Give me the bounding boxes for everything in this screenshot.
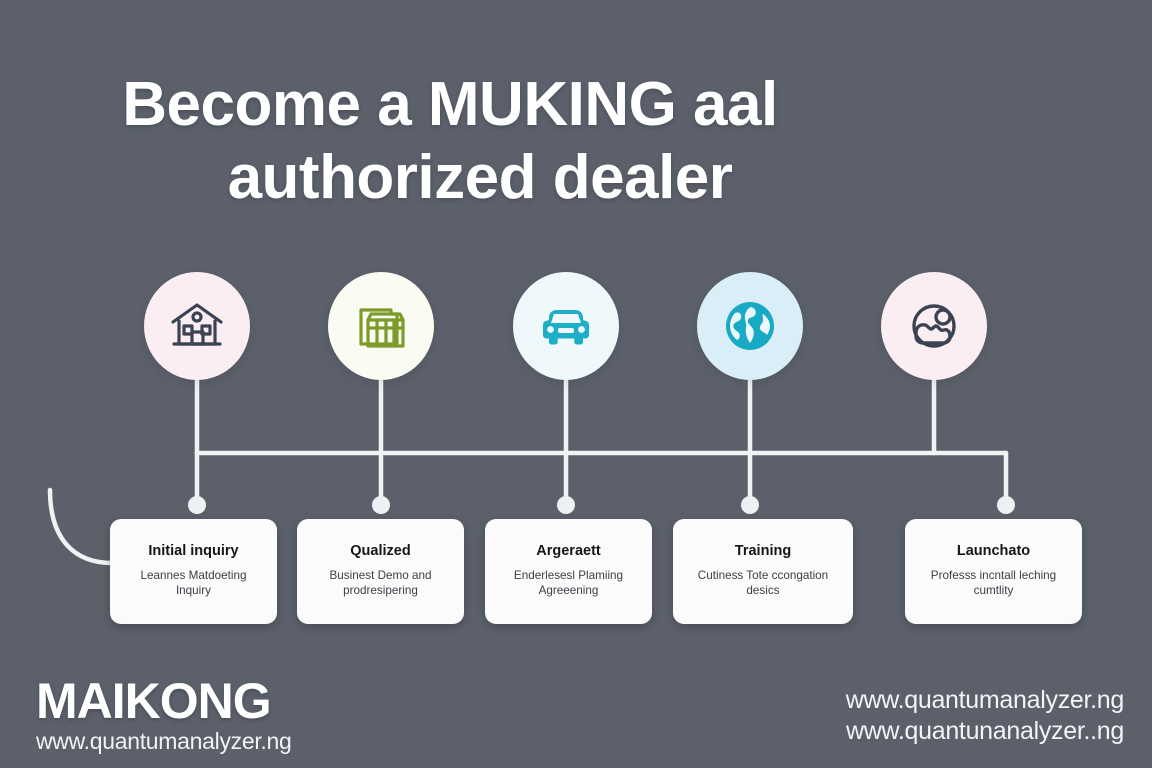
step-title: Launchato	[956, 542, 1031, 559]
step-card-3[interactable]: Argeraett Enderlesesl Plamiing Agreeenin…	[485, 519, 652, 624]
step-icon-bubble-3[interactable]	[513, 272, 619, 380]
step-description-line-2: Agreeening	[538, 584, 599, 598]
node-dot-3	[557, 496, 575, 514]
node-dot-5	[997, 496, 1015, 514]
step-card-1[interactable]: Initial inquiry Leannes Matdoeting Inqui…	[110, 519, 277, 624]
step-description: Leannes Matdoeting Inquiry	[141, 568, 247, 600]
headline-line-1: Become a MUKING aal	[122, 69, 778, 139]
step-description: Professs incntall leching cumtlity	[931, 568, 1056, 600]
brand-name: MAIKONG	[36, 672, 272, 729]
headline-line-2: authorized dealer	[227, 142, 733, 212]
node-dot-4	[741, 496, 759, 514]
brand-website[interactable]: www.quantumanalyzer.ng	[36, 727, 292, 754]
curved-lead-in	[47, 487, 115, 566]
step-description-line-1: Businest Demo and	[329, 568, 432, 582]
brand-block: MAIKONG www.quantumanalyzer.ng	[36, 676, 292, 754]
step-description-line-1: Leannes Matdoeting	[140, 568, 247, 582]
connector-nodes	[188, 496, 1015, 514]
step-description: Cutiness Tote ccongation desics	[698, 568, 828, 600]
step-icon-bubble-1[interactable]	[144, 272, 250, 380]
step-title: Training	[734, 542, 792, 559]
step-description-line-1: Enderlesesl Plamiing	[513, 568, 624, 582]
step-title: Qualized	[350, 542, 411, 559]
footer-website-links: www.quantumanalyzer.ng www.quantunanalyz…	[845, 685, 1125, 746]
step-description-line-2: Inquiry	[175, 584, 212, 598]
step-icon-bubble-2[interactable]	[328, 272, 434, 380]
node-dot-1	[188, 496, 206, 514]
step-icon-bubble-4[interactable]	[697, 272, 803, 380]
step-description-line-2: cumtlity	[973, 584, 1014, 598]
step-card-5[interactable]: Launchato Professs incntall leching cumt…	[905, 519, 1082, 624]
step-description-line-2: prodresipering	[343, 584, 418, 598]
car-icon	[538, 302, 594, 350]
step-title: Initial inquiry	[148, 542, 239, 559]
step-icon-bubble-5[interactable]	[881, 272, 987, 380]
step-card-2[interactable]: Qualized Businest Demo and prodresiperin…	[297, 519, 464, 624]
node-dot-2	[372, 496, 390, 514]
house-icon	[169, 300, 225, 352]
step-card-4[interactable]: Training Cutiness Tote ccongation desics	[673, 519, 853, 624]
globe-icon	[723, 299, 777, 353]
footer-url-line-1[interactable]: www.quantumanalyzer.ng	[845, 686, 1125, 714]
footer-url-line-2[interactable]: www.quantunanalyzer..ng	[845, 716, 1124, 745]
step-description-line-1: Cutiness Tote ccongation	[697, 568, 829, 582]
step-description-line-1: Professs incntall leching	[930, 568, 1057, 582]
step-description: Businest Demo and prodresipering	[330, 568, 432, 600]
page-title: Become a MUKING aal authorized dealer	[0, 68, 900, 214]
landscape-image-icon	[907, 299, 961, 353]
step-description: Enderlesesl Plamiing Agreeening	[514, 568, 623, 600]
step-description-line-2: desics	[746, 584, 780, 598]
step-title: Argeraett	[536, 542, 601, 559]
storefront-icon	[353, 300, 409, 352]
